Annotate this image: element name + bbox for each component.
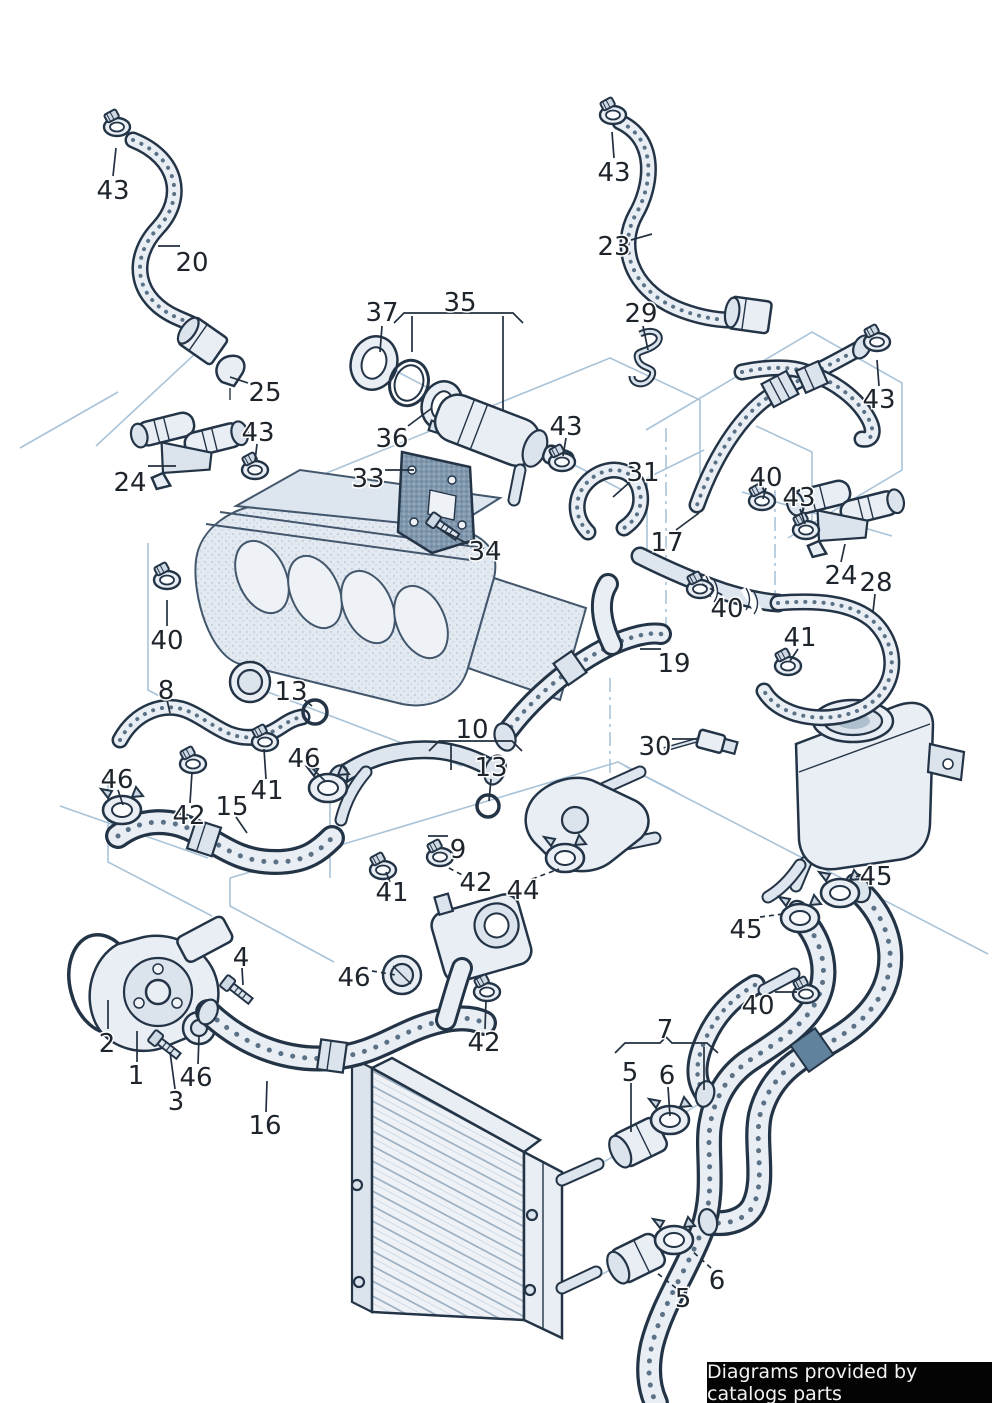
callout-41[interactable]: 41 — [249, 775, 285, 808]
callout-40[interactable]: 40 — [149, 625, 185, 658]
callout-42[interactable]: 42 — [458, 867, 494, 900]
callout-43[interactable]: 43 — [596, 157, 632, 190]
callout-34[interactable]: 34 — [467, 536, 503, 569]
callout-43[interactable]: 43 — [548, 411, 584, 444]
footer-credit: Diagrams provided by catalogs parts — [707, 1361, 992, 1403]
callout-31[interactable]: 31 — [625, 457, 661, 490]
engine — [194, 468, 588, 707]
callout-9[interactable]: 9 — [448, 834, 468, 867]
leader-lines — [107, 131, 880, 1289]
callout-42[interactable]: 42 — [466, 1027, 502, 1060]
callout-16[interactable]: 16 — [247, 1110, 283, 1143]
thermostat-46 — [381, 954, 423, 996]
callout-30[interactable]: 30 — [637, 731, 673, 764]
callout-24[interactable]: 24 — [112, 467, 148, 500]
callout-24[interactable]: 24 — [823, 560, 859, 593]
callout-2[interactable]: 2 — [97, 1028, 117, 1061]
callout-43[interactable]: 43 — [861, 384, 897, 417]
callout-46[interactable]: 46 — [286, 743, 322, 776]
pump-bolt-4 — [218, 973, 256, 1008]
callout-46[interactable]: 46 — [336, 962, 372, 995]
callout-41[interactable]: 41 — [374, 877, 410, 910]
callout-23[interactable]: 23 — [596, 231, 632, 264]
callout-5[interactable]: 5 — [620, 1057, 640, 1090]
callout-45[interactable]: 45 — [858, 861, 894, 894]
callout-46[interactable]: 46 — [99, 764, 135, 797]
valve-24-left — [127, 397, 257, 494]
callout-37[interactable]: 37 — [364, 297, 400, 330]
callout-29[interactable]: 29 — [623, 298, 659, 331]
aux-coolant-pump-group — [349, 335, 575, 555]
bleeder-valve-30 — [663, 728, 739, 756]
callout-40[interactable]: 40 — [740, 990, 776, 1023]
callout-6[interactable]: 6 — [707, 1265, 727, 1298]
callout-7[interactable]: 7 — [655, 1014, 675, 1047]
radiator — [350, 1056, 605, 1340]
sensor-25 — [215, 354, 246, 400]
callout-44[interactable]: 44 — [505, 875, 541, 908]
callout-40[interactable]: 40 — [748, 462, 784, 495]
callout-15[interactable]: 15 — [214, 791, 250, 824]
callout-3[interactable]: 3 — [166, 1086, 186, 1119]
callout-1[interactable]: 1 — [126, 1060, 146, 1093]
callout-13[interactable]: 13 — [473, 752, 509, 785]
callout-43[interactable]: 43 — [781, 482, 817, 515]
callout-35[interactable]: 35 — [442, 287, 478, 320]
callout-13[interactable]: 13 — [273, 676, 309, 709]
o-ring-13b — [475, 793, 501, 819]
callout-10[interactable]: 10 — [454, 714, 490, 747]
callout-17[interactable]: 17 — [649, 527, 685, 560]
callout-42[interactable]: 42 — [171, 800, 207, 833]
callout-4[interactable]: 4 — [231, 942, 251, 975]
callout-46[interactable]: 46 — [178, 1062, 214, 1095]
callout-43[interactable]: 43 — [240, 417, 276, 450]
callout-25[interactable]: 25 — [247, 377, 283, 410]
spring-clip-29 — [628, 327, 663, 388]
callout-6[interactable]: 6 — [657, 1060, 677, 1093]
callout-19[interactable]: 19 — [656, 648, 692, 681]
callout-40[interactable]: 40 — [709, 593, 745, 626]
water-pump — [67, 915, 256, 1063]
callout-28[interactable]: 28 — [858, 567, 894, 600]
callout-36[interactable]: 36 — [374, 423, 410, 456]
callout-45[interactable]: 45 — [728, 914, 764, 947]
callout-41[interactable]: 41 — [782, 622, 818, 655]
callout-43[interactable]: 43 — [95, 175, 131, 208]
callout-33[interactable]: 33 — [350, 463, 386, 496]
callout-8[interactable]: 8 — [156, 675, 176, 708]
o-ring-13a — [301, 698, 329, 726]
expansion-tank — [789, 698, 966, 893]
callout-5[interactable]: 5 — [673, 1283, 693, 1316]
callout-20[interactable]: 20 — [174, 247, 210, 280]
